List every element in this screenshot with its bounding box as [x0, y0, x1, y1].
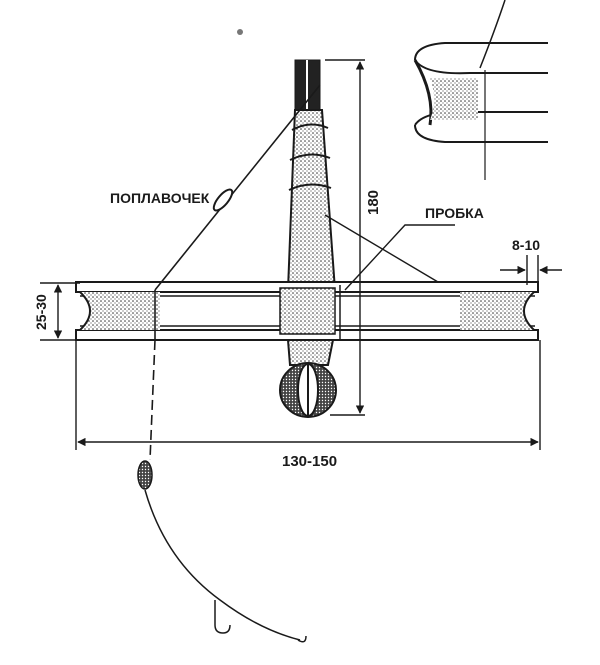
ball-weight: [279, 362, 337, 418]
dimension-width: [75, 340, 541, 450]
width-label: 130-150: [282, 453, 337, 470]
rim-depth-label: 8-10: [512, 237, 540, 253]
sinker-icon: [137, 460, 153, 490]
reel-hoop: [75, 281, 539, 341]
cork-leader: [324, 214, 455, 291]
dimension-rim-height: [40, 282, 80, 341]
rim-height-label: 25-30: [33, 294, 49, 330]
handle: [286, 59, 337, 366]
dimension-height: [325, 59, 365, 416]
fishing-line: [137, 84, 321, 643]
ink-speck: [237, 29, 243, 35]
height-label: 180: [365, 190, 382, 215]
dimension-rim-depth: [500, 255, 562, 285]
float-label: ПОПЛАВОЧЕК: [110, 190, 210, 206]
rim-detail-inset: [413, 0, 548, 180]
float-icon: [212, 188, 234, 212]
cork-label: ПРОБКА: [425, 205, 484, 221]
